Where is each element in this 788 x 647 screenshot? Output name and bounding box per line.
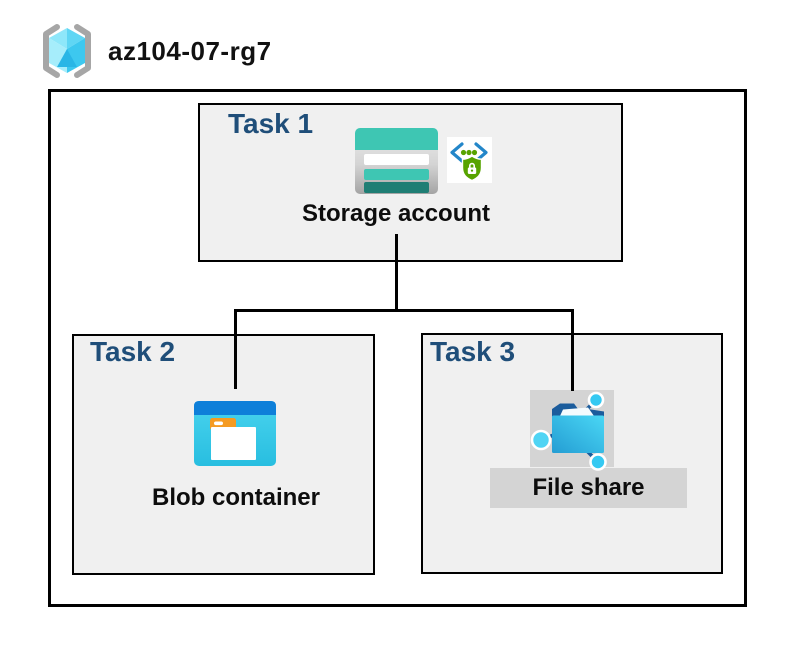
file-share-icon	[530, 391, 607, 471]
connector-horizontal	[234, 309, 574, 312]
task2-label: Task 2	[90, 336, 176, 367]
task3-label: Task 3	[430, 336, 516, 367]
connector-to-file-share	[571, 309, 574, 391]
storage-account-label: Storage account	[301, 200, 491, 227]
storage-icon-bar-white	[364, 154, 429, 165]
resource-group-icon	[43, 24, 91, 78]
file-share-label: File share	[532, 474, 645, 501]
storage-account-icon	[355, 128, 438, 194]
task1-label: Task 1	[228, 108, 314, 139]
api-security-lock-icon	[447, 137, 492, 183]
connector-storage-stem	[395, 234, 398, 312]
resource-group-name: az104-07-rg7	[108, 36, 272, 66]
storage-icon-bar-teal	[364, 169, 429, 180]
blob-container-label: Blob container	[151, 484, 320, 511]
connector-to-blob-container	[234, 309, 237, 389]
blob-container-icon	[194, 401, 276, 466]
file-share-label-highlight	[490, 468, 687, 508]
storage-icon-bar-dark	[364, 182, 429, 193]
storage-icon-header-band	[355, 128, 438, 150]
